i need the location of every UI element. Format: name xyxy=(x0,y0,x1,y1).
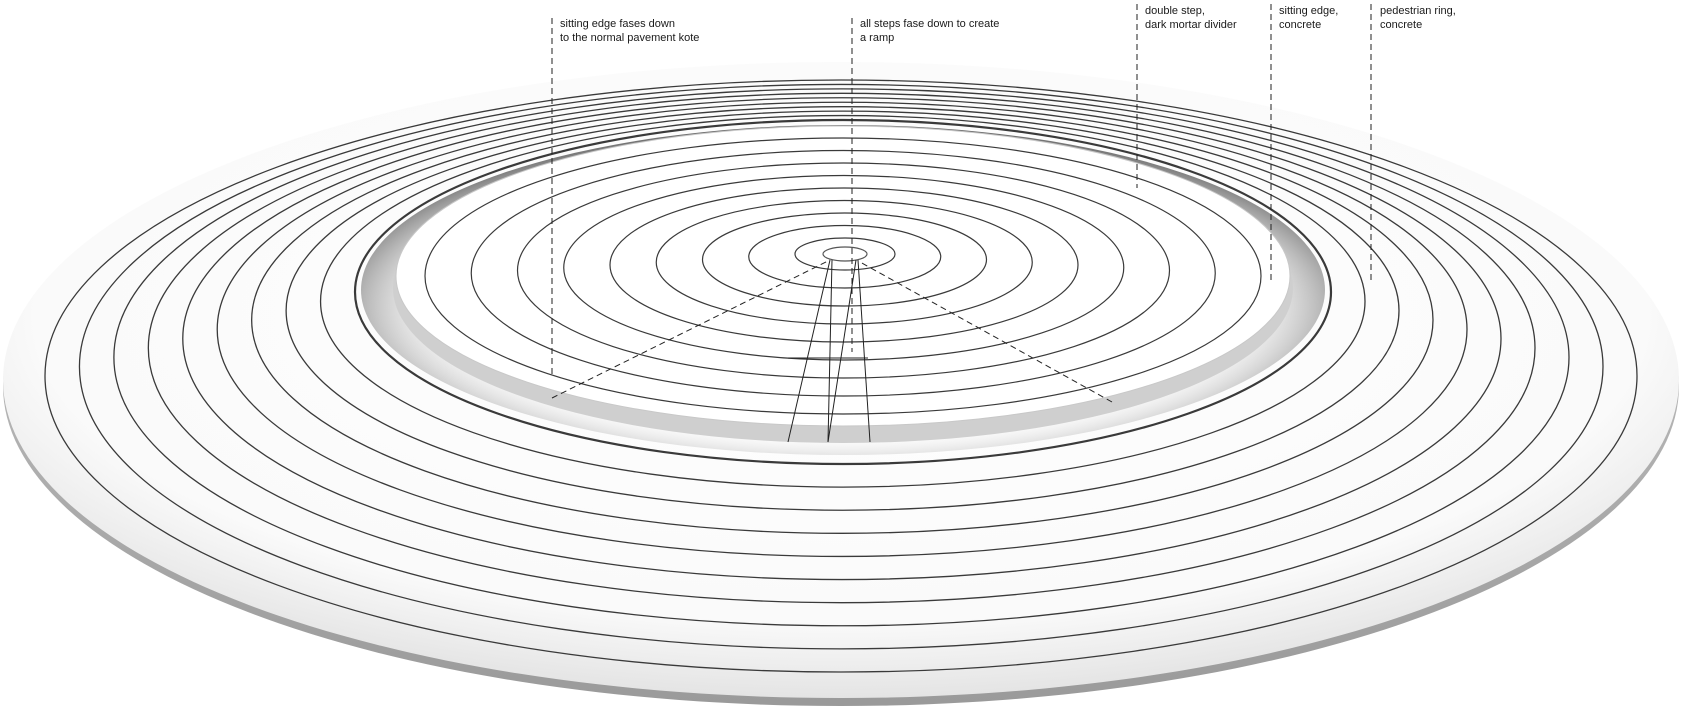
center-disc xyxy=(822,246,868,262)
outer-ring-line xyxy=(113,88,1570,627)
annotation-sitting-edge-fases: sitting edge fases down to the normal pa… xyxy=(560,17,699,45)
outer-ring-line xyxy=(216,101,1468,558)
annotation-steps-ramp: all steps fase down to create a ramp xyxy=(860,17,999,45)
annotation-line: dark mortar divider xyxy=(1145,19,1237,31)
outer-ring-line xyxy=(147,92,1536,604)
inner-disc-top xyxy=(395,125,1291,427)
outer-ring-line xyxy=(353,118,1333,466)
ramp-solid-4 xyxy=(857,259,871,443)
inner-ring-line xyxy=(655,199,1033,325)
outer-ring-line xyxy=(78,83,1604,650)
inner-ring-line xyxy=(701,212,988,307)
ramp-solid-1 xyxy=(787,259,831,443)
inner-ring-line xyxy=(424,137,1262,415)
annotation-line: sitting edge fases down xyxy=(560,18,675,30)
annotation-line: all steps fase down to create xyxy=(860,18,1000,30)
annotation-line: concrete xyxy=(1380,19,1423,31)
leader-lines xyxy=(551,4,1372,443)
inner-ring-line xyxy=(609,187,1079,343)
ramp-dash-left xyxy=(551,259,831,399)
annotation-pedestrian-ring: pedestrian ring, concrete xyxy=(1380,4,1456,32)
annotation-line: sitting edge, xyxy=(1279,5,1339,17)
annotation-line: a ramp xyxy=(860,32,895,44)
outer-ring-line xyxy=(319,114,1366,488)
annotation-sitting-edge-concrete: sitting edge, concrete xyxy=(1279,4,1338,32)
annotation-line: to the normal pavement kote xyxy=(560,32,700,44)
inner-ring-line xyxy=(748,224,942,289)
annotation-double-step: double step, dark mortar divider xyxy=(1145,4,1237,32)
ramp-solid-3 xyxy=(827,259,857,443)
inner-ring-line xyxy=(563,174,1125,361)
outer-ring-line xyxy=(285,110,1400,511)
inner-ring-line xyxy=(516,162,1171,379)
annotation-line: double step, xyxy=(1145,5,1205,17)
ramp-dash-right xyxy=(859,261,1113,403)
ramp-solid-2 xyxy=(827,259,833,443)
outer-ring-line xyxy=(182,97,1502,581)
outer-ring-line xyxy=(251,106,1434,534)
annotation-line: pedestrian ring, xyxy=(1380,5,1456,17)
outer-ring-group xyxy=(44,79,1638,673)
inner-ring-line xyxy=(794,237,896,271)
inner-ring-group xyxy=(424,137,1262,415)
outer-ring-line xyxy=(44,79,1638,673)
inner-ring-line xyxy=(470,149,1216,397)
annotation-line: concrete xyxy=(1279,19,1322,31)
